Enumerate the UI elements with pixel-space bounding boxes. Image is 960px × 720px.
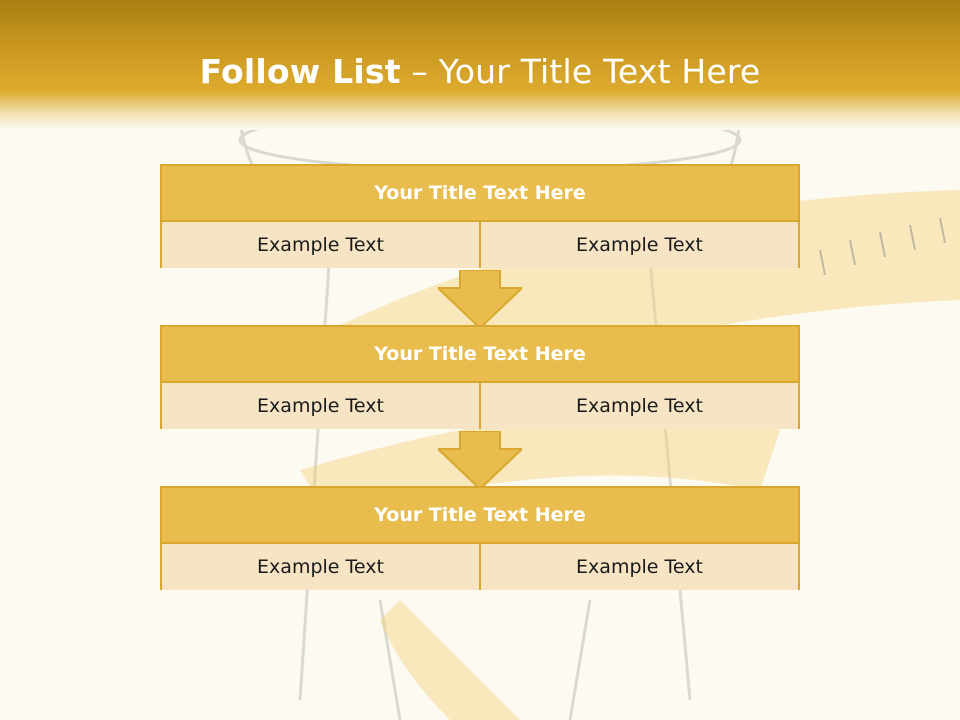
slide-title: Follow List – Your Title Text Here xyxy=(0,52,960,91)
step-cell-right: Example Text xyxy=(479,544,798,590)
down-arrow-icon xyxy=(438,431,522,489)
step-title: Your Title Text Here xyxy=(162,488,798,544)
step-box-3: Your Title Text Here Example Text Exampl… xyxy=(160,486,800,590)
down-arrow-icon xyxy=(438,270,522,328)
step-box-2: Your Title Text Here Example Text Exampl… xyxy=(160,325,800,429)
title-banner xyxy=(0,0,960,130)
step-cell-right: Example Text xyxy=(479,222,798,268)
slide-title-bold: Follow List xyxy=(199,52,401,91)
step-box-1: Your Title Text Here Example Text Exampl… xyxy=(160,164,800,268)
slide-title-rest: – Your Title Text Here xyxy=(400,52,761,91)
step-cell-left: Example Text xyxy=(162,383,479,429)
step-title: Your Title Text Here xyxy=(162,327,798,383)
step-cell-left: Example Text xyxy=(162,222,479,268)
step-cell-right: Example Text xyxy=(479,383,798,429)
step-title: Your Title Text Here xyxy=(162,166,798,222)
step-cell-left: Example Text xyxy=(162,544,479,590)
